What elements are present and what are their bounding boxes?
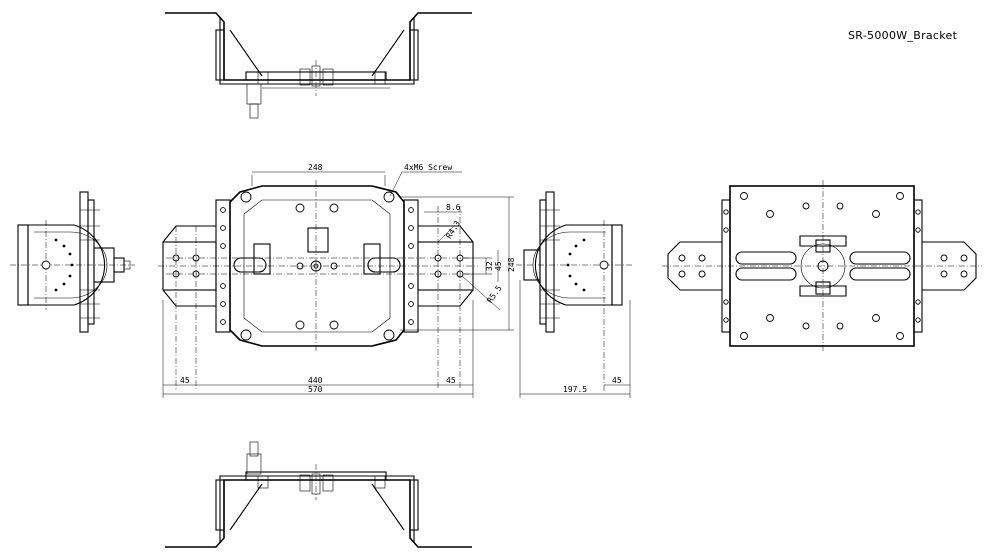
dim-8-6: 8.6 [446,203,461,212]
dim-248-vertical: 248 [507,257,516,272]
dim-r4-3: R4.3 [444,219,462,240]
front-view: 248 4xM6 Screw 8.6 R4.3 32 45 248 R5.5 4… [158,163,516,398]
screw-note: 4xM6 Screw [404,163,452,172]
dim-197-5: 197.5 [563,385,587,394]
dim-45-mid: 45 [446,376,456,385]
dim-r5-5: R5.5 [485,284,504,305]
dim-570: 570 [308,385,323,394]
dim-32: 32 [485,261,494,271]
left-side-view [10,191,135,333]
dim-440: 440 [308,376,323,385]
bottom-view [165,441,472,548]
rear-view [662,180,982,352]
dim-45-right: 45 [494,261,503,271]
top-view [165,12,472,119]
drawing-title: SR-5000W_Bracket [848,29,958,42]
dim-45-side: 45 [612,376,622,385]
dim-248-top: 248 [308,163,323,172]
right-side-view: 197.5 45 [516,191,632,398]
dim-45-left: 45 [180,376,190,385]
